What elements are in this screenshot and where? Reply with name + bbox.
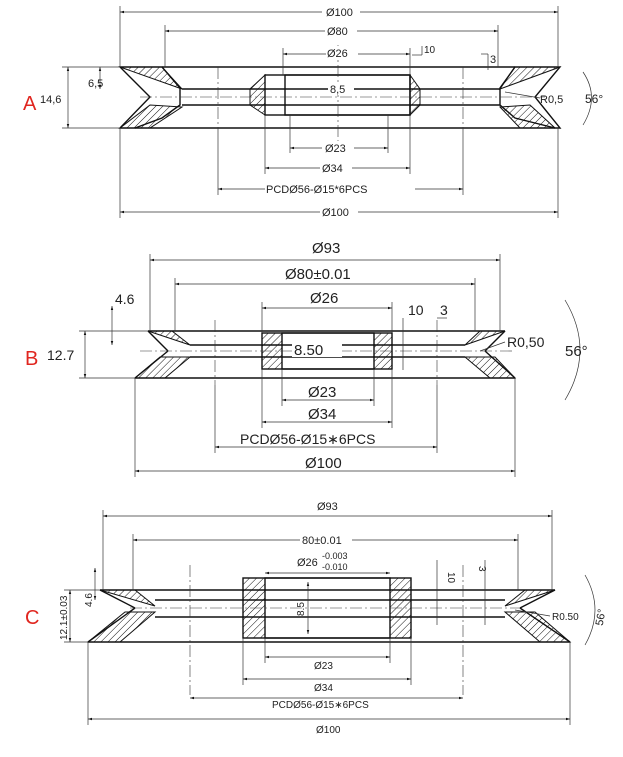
drawing-b: B Ø93 Ø80±0.01 Ø26 10 3 — [25, 240, 588, 477]
c-dim-d26-tol-lower: -0.010 — [322, 562, 348, 572]
drawing-b-marker: B — [25, 348, 38, 370]
a-dim-w3: 3 — [490, 54, 496, 66]
a-dim-d100-bottom: Ø100 — [322, 207, 349, 219]
b-dim-d80: Ø80±0.01 — [285, 266, 351, 283]
c-dim-w10: 10 — [445, 572, 456, 584]
c-dim-d100: Ø100 — [316, 725, 341, 736]
a-dim-d23: Ø23 — [325, 143, 346, 155]
b-dim-h127: 12.7 — [47, 347, 74, 363]
b-dim-h46: 4.6 — [115, 291, 135, 307]
b-dim-d26: Ø26 — [310, 290, 338, 307]
c-dim-d26-tol-upper: -0.003 — [322, 551, 348, 561]
a-dim-d34: Ø34 — [322, 163, 343, 175]
c-dim-d93: Ø93 — [317, 501, 338, 513]
c-dim-d23: Ø23 — [314, 661, 333, 672]
c-dim-pcd: PCDØ56-Ø15∗6PCS — [272, 700, 369, 711]
drawing-a-marker: A — [23, 93, 37, 115]
a-dim-pcd: PCDØ56-Ø15*6PCS — [266, 184, 368, 196]
b-dim-d93: Ø93 — [312, 240, 340, 257]
b-dim-pcd: PCDØ56-Ø15∗6PCS — [240, 431, 375, 447]
a-dim-h65: 6,5 — [88, 78, 103, 90]
c-dim-r05: R0.50 — [552, 612, 579, 623]
c-dim-angle: 56° — [594, 608, 609, 626]
c-dim-bore: 8.5 — [296, 602, 307, 616]
c-dim-d34: Ø34 — [314, 683, 333, 694]
a-dim-h146: 14,6 — [40, 94, 61, 106]
a-dim-d26: Ø26 — [327, 48, 348, 60]
c-dim-h121: 12.1±0.03 — [59, 595, 70, 640]
b-dim-r05: R0,50 — [507, 334, 545, 350]
c-dim-d80: 80±0.01 — [302, 535, 342, 547]
b-dim-d34: Ø34 — [308, 406, 336, 423]
b-dim-bore: 8.50 — [294, 342, 323, 359]
c-dim-w3: 3 — [476, 566, 487, 572]
drawing-c: C Ø93 80±0.01 Ø26 -0.003 -0.010 — [25, 501, 609, 736]
a-dim-r05: R0,5 — [540, 94, 563, 106]
drawing-c-marker: C — [25, 607, 39, 629]
b-dim-w3: 3 — [440, 302, 448, 318]
c-dim-h46: 4.6 — [84, 593, 95, 607]
a-dim-bore: 8,5 — [330, 84, 345, 96]
b-dim-angle: 56° — [565, 343, 588, 360]
a-dim-angle: 56° — [585, 92, 603, 106]
a-dim-d100-top: Ø100 — [326, 7, 353, 19]
b-dim-d23: Ø23 — [308, 384, 336, 401]
b-dim-w10: 10 — [408, 302, 424, 318]
c-dim-d26: Ø26 — [297, 557, 318, 569]
a-dim-d80: Ø80 — [327, 26, 348, 38]
drawing-a: A Ø100 Ø80 Ø26 — [23, 5, 603, 219]
a-dim-w10: 10 — [424, 45, 436, 56]
b-dim-d100: Ø100 — [305, 455, 342, 472]
